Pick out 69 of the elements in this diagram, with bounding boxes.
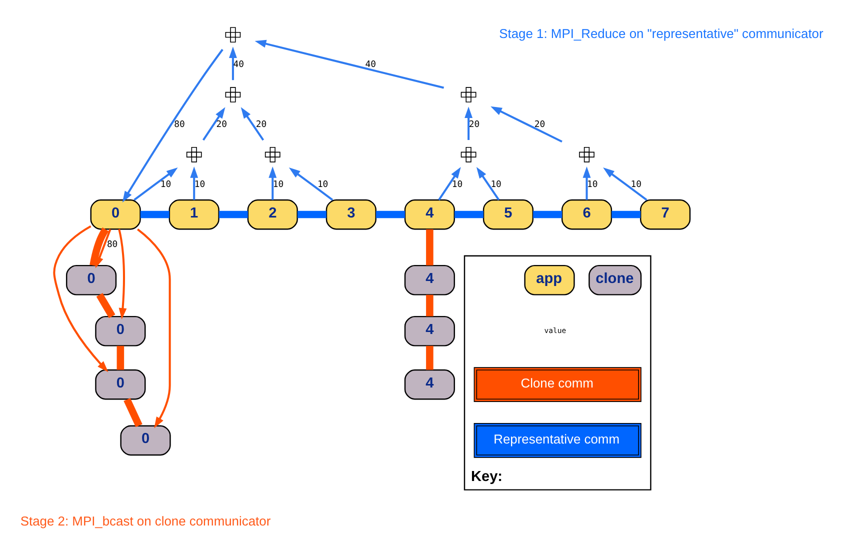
arrow <box>134 168 178 201</box>
arrow <box>228 46 237 80</box>
connector <box>90 227 109 266</box>
arrow <box>288 168 334 201</box>
edge-label: 20 <box>468 120 480 130</box>
node-box: 0 <box>120 425 171 456</box>
edge-label: 10 <box>452 180 463 190</box>
node-box: 3 <box>326 199 376 230</box>
node-box: 0 <box>66 264 117 296</box>
edge-label: 80 <box>106 240 118 250</box>
arrow <box>254 40 444 89</box>
arrow <box>490 106 562 143</box>
arrow <box>582 166 591 200</box>
edge-label: 20 <box>534 120 546 130</box>
label: value <box>544 326 566 335</box>
edge-label: 10 <box>630 180 642 190</box>
node-box: 6 <box>561 199 612 230</box>
node-box: 5 <box>482 199 534 230</box>
connector <box>533 210 562 218</box>
edge-label: 80 <box>174 120 185 130</box>
connector <box>116 346 124 370</box>
connector <box>426 229 434 266</box>
connector <box>376 210 405 218</box>
node-box: app <box>524 264 575 296</box>
node-box: 1 <box>168 199 220 230</box>
edge-label: 10 <box>317 180 328 190</box>
node-box: 7 <box>640 199 691 230</box>
arrow <box>137 228 171 428</box>
node-box: 0 <box>90 199 141 230</box>
node-box: 4 <box>404 199 455 230</box>
connector <box>140 210 170 218</box>
node-box: 0 <box>95 369 146 400</box>
node-box: 4 <box>404 316 455 346</box>
label: Stage 2: MPI_bcast on clone communicator <box>20 513 271 528</box>
edge-label: 10 <box>194 180 206 190</box>
connector <box>96 292 116 318</box>
connector <box>426 294 434 316</box>
arrow <box>202 107 226 141</box>
connector <box>426 346 434 370</box>
connector <box>612 210 641 218</box>
edge-label: 10 <box>160 180 172 190</box>
edge-label: 10 <box>587 180 598 190</box>
legend-label: Clone comm <box>520 376 594 391</box>
node-box: clone <box>588 264 642 296</box>
node-box: 2 <box>247 199 298 230</box>
arrow <box>476 167 500 200</box>
connector <box>218 210 248 218</box>
connector <box>454 210 484 218</box>
node-box: 4 <box>404 369 455 400</box>
node-box: 4 <box>404 264 455 296</box>
arrow <box>190 166 198 200</box>
edge-label: 20 <box>256 120 267 130</box>
edge-label: 40 <box>365 60 376 70</box>
connector <box>297 210 326 218</box>
arrow <box>240 107 264 141</box>
arrow <box>438 167 461 200</box>
arrow <box>95 228 112 268</box>
node-box: 0 <box>95 316 146 346</box>
edge-label: 10 <box>490 180 502 190</box>
arrow <box>122 48 224 202</box>
label: Stage 1: MPI_Reduce on "representative" communicator <box>499 26 824 41</box>
arrow <box>464 106 473 140</box>
edge-label: 10 <box>272 180 284 190</box>
edge-label: 20 <box>216 120 227 130</box>
arrow <box>268 166 277 200</box>
arrow <box>603 168 648 201</box>
arrow <box>118 228 127 320</box>
legend-label: Representative comm <box>494 431 620 446</box>
arrow <box>53 225 108 372</box>
